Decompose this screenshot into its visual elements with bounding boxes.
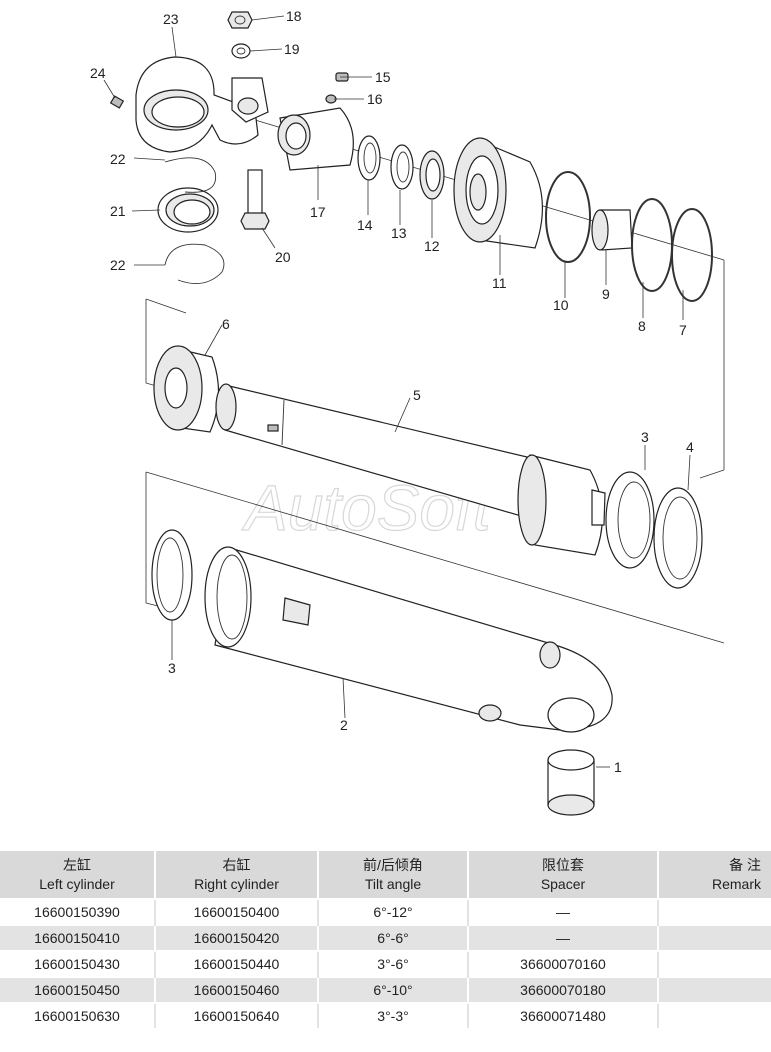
cell-spacer: — (468, 924, 659, 951)
callout-3-right: 3 (641, 429, 649, 445)
cell-remark (658, 950, 771, 977)
cell-spacer: 36600070160 (468, 950, 659, 977)
cell-remark (658, 1002, 771, 1028)
part-3-guide-ring-right (605, 471, 655, 569)
part-22-circlip-upper (164, 157, 217, 193)
callout-11: 11 (492, 275, 507, 291)
header-left-cylinder: 左缸 Left cylinder (0, 851, 156, 899)
part-8-ring (631, 198, 673, 292)
part-24-grease-nipple (109, 95, 125, 109)
frame-line (145, 602, 159, 607)
part-10-o-ring (545, 171, 591, 263)
callout-5: 5 (413, 387, 421, 403)
part-2-cylinder-barrel (204, 546, 613, 733)
part-11-gland (453, 137, 543, 249)
part-5-piston-rod (215, 383, 606, 556)
callout-19: 19 (284, 41, 300, 57)
cell-remark (658, 898, 771, 925)
parts-table: 左缸 Left cylinder 右缸 Right cylinder 前/后倾角… (0, 851, 771, 1028)
part-12-seal (419, 150, 445, 200)
callout-15: 15 (375, 69, 391, 85)
callout-3-left: 3 (168, 660, 176, 676)
frame-line (699, 469, 725, 479)
cell-remark (658, 976, 771, 1003)
exploded-parts-diagram: AutoSoft (90, 8, 725, 816)
cell-left-cylinder: 16600150430 (0, 950, 156, 977)
part-20-bolt (240, 169, 270, 230)
frame-line (145, 298, 187, 314)
header-right-cylinder: 右缸 Right cylinder (155, 851, 319, 899)
cell-tilt-angle: 6°-6° (318, 924, 469, 951)
table-header-row: 左缸 Left cylinder 右缸 Right cylinder 前/后倾角… (0, 851, 771, 899)
part-4-seal-ring (653, 487, 703, 589)
callout-4: 4 (686, 439, 694, 455)
callout-7: 7 (679, 322, 687, 338)
callout-13: 13 (391, 225, 407, 241)
part-9-spacer (591, 209, 633, 251)
table-row: 16600150390 16600150400 6°-12° — (0, 898, 771, 925)
cell-spacer: 36600071480 (468, 1002, 659, 1028)
table-row: 16600150430 16600150440 3°-6° 3660007016… (0, 950, 771, 977)
callout-20: 20 (275, 249, 291, 265)
callout-2: 2 (340, 717, 348, 733)
leader-lines (103, 15, 691, 768)
part-17-sleeve (277, 107, 354, 171)
cell-left-cylinder: 16600150390 (0, 898, 156, 925)
callout-6: 6 (222, 316, 230, 332)
frame-line (145, 471, 725, 644)
cell-right-cylinder: 16600150460 (155, 976, 319, 1003)
callout-14: 14 (357, 217, 373, 233)
cell-left-cylinder: 16600150410 (0, 924, 156, 951)
callout-21: 21 (110, 203, 126, 219)
cell-right-cylinder: 16600150440 (155, 950, 319, 977)
callout-16: 16 (367, 91, 383, 107)
clamp-block (231, 77, 269, 123)
cell-left-cylinder: 16600150630 (0, 1002, 156, 1028)
table-row: 16600150410 16600150420 6°-6° — (0, 924, 771, 951)
callout-1: 1 (614, 759, 622, 775)
cell-tilt-angle: 3°-6° (318, 950, 469, 977)
cell-right-cylinder: 16600150400 (155, 898, 319, 925)
callout-23: 23 (163, 11, 179, 27)
part-3-guide-ring-left (151, 529, 193, 621)
callout-22-upper: 22 (110, 151, 126, 167)
header-spacer: 限位套 Spacer (468, 851, 659, 899)
part-6-bushing (153, 345, 220, 433)
cell-right-cylinder: 16600150420 (155, 924, 319, 951)
part-18-nut (227, 11, 253, 29)
part-23-head (135, 56, 259, 153)
callout-24: 24 (90, 65, 106, 81)
cell-tilt-angle: 6°-10° (318, 976, 469, 1003)
callout-8: 8 (638, 318, 646, 334)
part-7-ring (671, 208, 713, 302)
table-row: 16600150450 16600150460 6°-10° 366000701… (0, 976, 771, 1003)
cell-spacer: — (468, 898, 659, 925)
cell-right-cylinder: 16600150640 (155, 1002, 319, 1028)
header-tilt-angle: 前/后倾角 Tilt angle (318, 851, 469, 899)
callout-22-lower: 22 (110, 257, 126, 273)
callout-12: 12 (424, 238, 440, 254)
cell-tilt-angle: 6°-12° (318, 898, 469, 925)
part-21-bushing (157, 187, 219, 233)
cell-spacer: 36600070180 (468, 976, 659, 1003)
part-14-seal (357, 135, 381, 181)
part-19-washer (231, 43, 251, 59)
cell-tilt-angle: 3°-3° (318, 1002, 469, 1028)
cell-remark (658, 924, 771, 951)
callout-18: 18 (286, 8, 302, 24)
part-13-ring (390, 144, 414, 190)
cell-left-cylinder: 16600150450 (0, 976, 156, 1003)
header-remark: 备 注 Remark (658, 851, 771, 899)
callout-9: 9 (602, 286, 610, 302)
part-22-circlip-lower (164, 243, 225, 285)
part-1-pin (547, 749, 595, 816)
callout-10: 10 (553, 297, 569, 313)
table-row: 16600150630 16600150640 3°-3° 3660007148… (0, 1002, 771, 1028)
callout-17: 17 (310, 204, 326, 220)
